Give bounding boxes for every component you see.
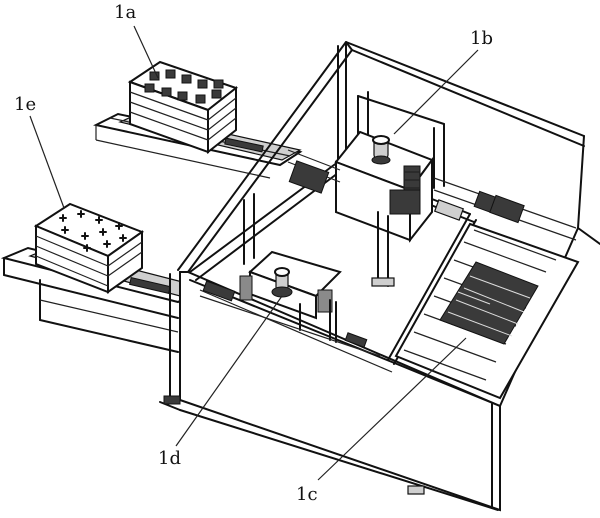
tray-1e-markers (59, 210, 127, 252)
tray-1a-cells (144, 69, 224, 104)
label-1b: 1b (470, 28, 493, 49)
conveyor-1c-tray-grid (447, 275, 531, 337)
label-1e: 1e (14, 94, 36, 115)
label-1a: 1a (114, 2, 136, 23)
roller-conveyor-1c (394, 194, 580, 400)
tray-stack-1e (33, 202, 145, 294)
label-1d: 1d (158, 448, 181, 469)
label-1c: 1c (296, 484, 318, 505)
callouts (29, 25, 479, 481)
robot-cell-1d (199, 250, 381, 357)
robot-cell-1b (287, 91, 577, 287)
tray-stack-1a (127, 60, 239, 155)
